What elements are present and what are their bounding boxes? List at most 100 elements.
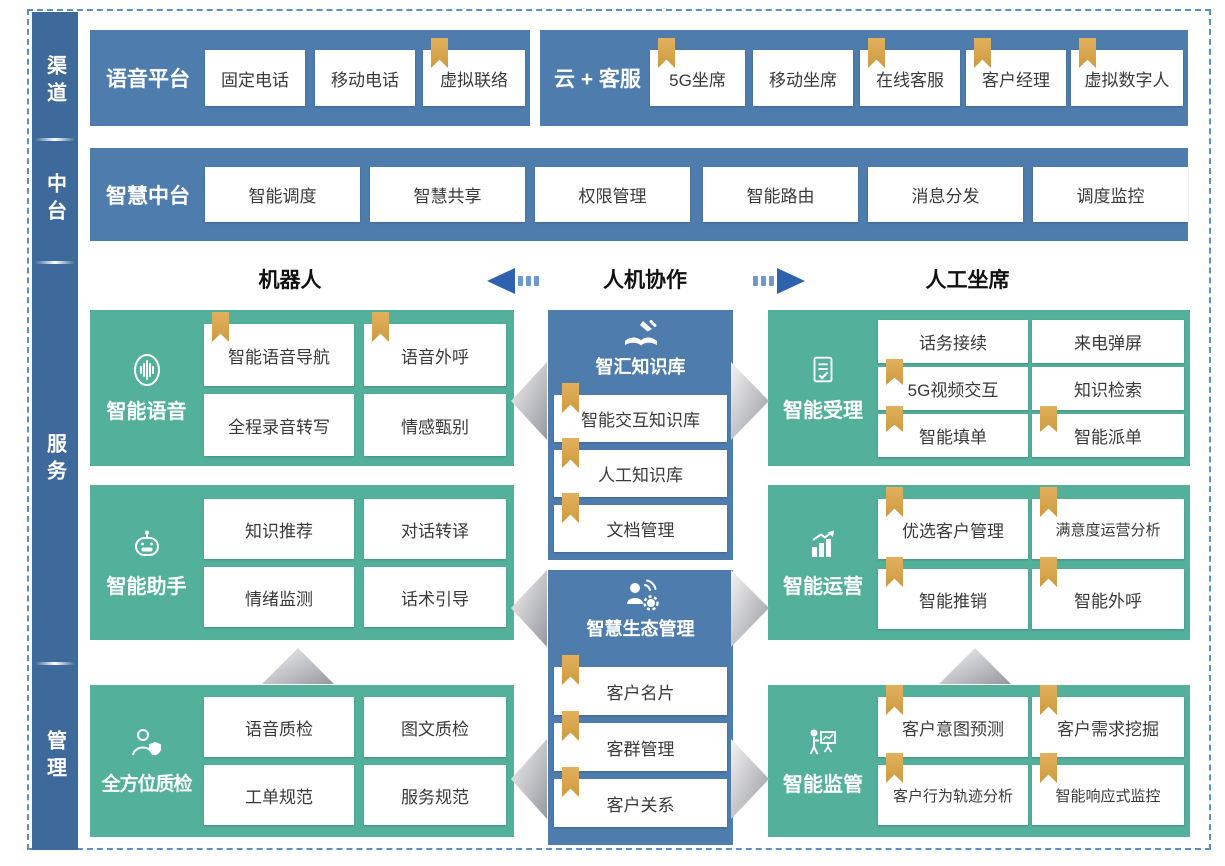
service-item: 智能语音导航 (204, 312, 354, 386)
service-item: 知识推荐 (204, 499, 354, 559)
service-item: 客户意图预测 (878, 685, 1028, 757)
ecosystem-management-panel: 智慧生态管理 客户名片 客群管理 客户关系 (548, 570, 733, 845)
gray-right-chevron (731, 362, 769, 440)
service-item: 智能填单 (878, 406, 1028, 457)
service-item: 全程录音转写 (204, 394, 354, 456)
bookmark-icon (658, 38, 675, 68)
service-item: 语音质检 (204, 697, 354, 757)
smart-midplatform-panel: 智慧中台 智能调度 智慧共享 权限管理 智能路由 消息分发 调度监控 (90, 148, 1188, 241)
layer-divider (35, 261, 75, 264)
arrow-dash (526, 276, 531, 286)
bookmark-icon (372, 312, 389, 342)
smart-assistant-panel: 智能助手 知识推荐 对话转译 情绪监测 话术引导 (90, 485, 514, 640)
channel-item: 移动坐席 (753, 50, 853, 106)
ecosystem-management-icon (626, 579, 659, 611)
knowledge-item: 人工知识库 (554, 438, 727, 497)
arrow-right-icon (777, 268, 805, 294)
arrow-dash (769, 276, 774, 286)
channel-item: 客户经理 (966, 38, 1066, 106)
service-item: 图文质检 (364, 697, 506, 757)
panel-title: 语音平台 (106, 68, 190, 91)
bookmark-icon (1040, 557, 1057, 587)
supervision-icon (809, 729, 836, 755)
midplatform-item: 智能调度 (205, 167, 360, 222)
arrow-dash (753, 276, 758, 286)
arrow-left-icon (487, 268, 515, 294)
bookmark-icon (431, 38, 448, 68)
bookmark-icon (886, 359, 903, 385)
channel-item: 固定电话 (205, 50, 305, 106)
service-item: 智能派单 (1032, 406, 1184, 457)
bookmark-icon (562, 767, 579, 797)
layer-divider (35, 662, 75, 665)
panel-title: 智慧中台 (106, 184, 190, 208)
bookmark-icon (212, 312, 229, 342)
gray-left-chevron (511, 570, 547, 647)
mode-header-collaboration: 人机协作 (603, 269, 687, 292)
service-item: 情感甄别 (364, 394, 506, 456)
ecosystem-item: 客户关系 (554, 767, 727, 827)
knowledge-item: 智能交互知识库 (554, 383, 727, 442)
bookmark-icon (886, 406, 903, 432)
group-label: 智慧生态管理 (548, 578, 733, 641)
knowledge-base-panel: 智汇知识库 智能交互知识库 人工知识库 文档管理 (548, 310, 733, 560)
bookmark-icon (974, 38, 991, 68)
mode-header-human: 人工坐席 (925, 269, 1010, 292)
service-item: 语音外呼 (364, 312, 506, 386)
channel-item: 虚拟数字人 (1071, 38, 1183, 106)
bookmark-icon (886, 685, 903, 715)
service-item: 满意度运营分析 (1032, 487, 1184, 559)
bookmark-icon (1040, 487, 1057, 517)
ecosystem-item: 客群管理 (554, 711, 727, 771)
quality-inspection-panel: 全方位质检 语音质检 图文质检 工单规范 服务规范 (90, 685, 514, 837)
bookmark-icon (562, 655, 579, 685)
voice-wave-icon (133, 354, 160, 386)
midplatform-item: 调度监控 (1033, 167, 1188, 222)
chart-growth-icon (812, 530, 834, 557)
service-item: 话术引导 (364, 567, 506, 627)
channel-item: 虚拟联络 (423, 38, 525, 106)
smart-operations-panel: 智能运营 优选客户管理 满意度运营分析 智能推销 智能外呼 (768, 485, 1190, 640)
quality-inspector-icon (131, 729, 161, 756)
bookmark-icon (1040, 685, 1057, 715)
bookmark-icon (886, 487, 903, 517)
flow-arrow-right (753, 268, 805, 294)
knowledge-book-icon (624, 320, 657, 346)
arrow-dash (761, 276, 766, 286)
cloud-service-panel: 云 + 客服 5G坐席 移动坐席 在线客服 客户经理 虚拟数字人 (540, 30, 1188, 126)
gray-up-arrow (939, 648, 1011, 684)
service-item: 服务规范 (364, 765, 506, 825)
smart-supervision-panel: 智能监管 客户意图预测 客户需求挖掘 客户行为轨迹分析 智能响应式监控 (768, 685, 1190, 837)
smart-acceptance-panel: 智能受理 话务接续 来电弹屏 5G视频交互 知识检索 智能填单 智能派单 (768, 310, 1190, 466)
gray-left-chevron (511, 362, 547, 440)
layer-label-channel: 渠道 (43, 55, 66, 109)
service-item: 5G视频交互 (878, 359, 1028, 410)
service-item: 客户行为轨迹分析 (878, 753, 1028, 825)
layer-divider (35, 138, 75, 141)
voice-platform-panel: 语音平台 固定电话 移动电话 虚拟联络 (90, 30, 530, 126)
bookmark-icon (1040, 406, 1057, 432)
panel-title: 云 + 客服 (554, 68, 641, 91)
layer-label-service: 服务 (43, 433, 66, 487)
service-item: 智能响应式监控 (1032, 753, 1184, 825)
form-check-icon (813, 356, 833, 383)
service-item: 知识检索 (1032, 367, 1184, 410)
bookmark-icon (1040, 753, 1057, 783)
bookmark-icon (1079, 38, 1096, 68)
ecosystem-item: 客户名片 (554, 655, 727, 715)
arrow-dash (518, 276, 523, 286)
service-item: 情绪监测 (204, 567, 354, 627)
group-label: 全方位质检 (90, 685, 203, 837)
bookmark-icon (868, 38, 885, 68)
layer-label-management: 管理 (43, 730, 66, 784)
group-label: 智能监管 (768, 685, 878, 837)
group-label: 智汇知识库 (548, 318, 733, 379)
channel-item: 移动电话 (315, 50, 415, 106)
service-item: 话务接续 (878, 320, 1028, 363)
bookmark-icon (886, 557, 903, 587)
group-label: 智能语音 (90, 310, 203, 466)
midplatform-item: 权限管理 (535, 167, 690, 222)
service-item: 智能外呼 (1032, 557, 1184, 629)
service-item: 对话转译 (364, 499, 506, 559)
service-item: 客户需求挖掘 (1032, 685, 1184, 757)
